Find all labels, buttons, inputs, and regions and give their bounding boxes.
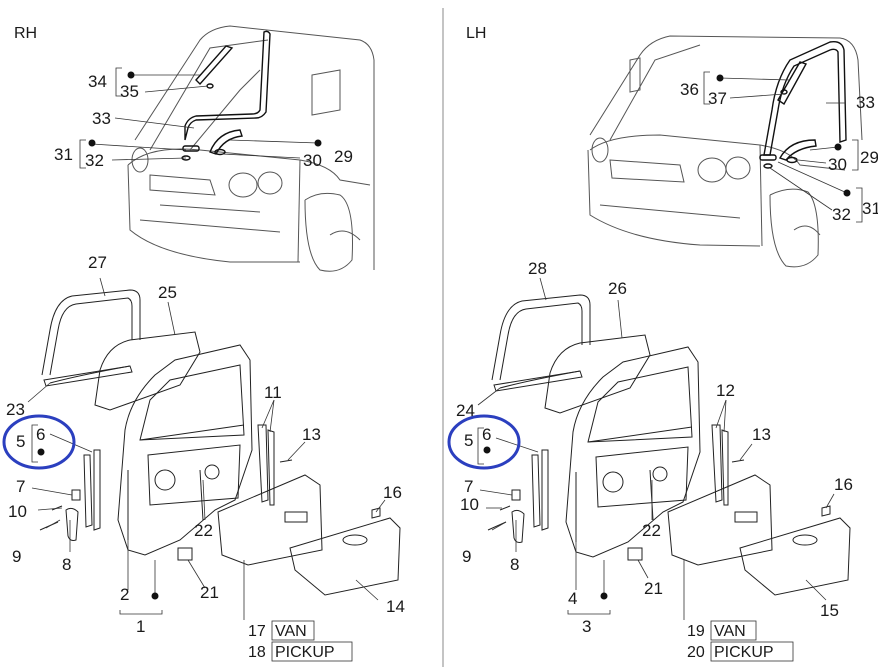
- lh-callout-21: 21: [644, 579, 663, 598]
- rh-callout-32: 32: [85, 151, 104, 170]
- lh-callout-5: 5: [464, 431, 473, 450]
- lh-dot-6: [483, 446, 491, 454]
- rh-dot-31: [88, 139, 96, 147]
- lh-panel: LH: [447, 25, 878, 662]
- rh-door-leaders: [27, 277, 386, 620]
- lh-callout-24: 24: [456, 401, 475, 420]
- rh-variant-17: 17 VAN: [248, 620, 315, 641]
- rh-callout-34: 34: [88, 72, 107, 91]
- lh-callout-8: 8: [510, 555, 519, 574]
- rh-callout-8: 8: [62, 555, 71, 574]
- rh-callout-13: 13: [302, 425, 321, 444]
- lh-callout-12: 12: [716, 381, 735, 400]
- rh-callout-21: 21: [200, 583, 219, 602]
- rh-callout-22: 22: [194, 521, 213, 540]
- rh-callout-14: 14: [386, 597, 405, 616]
- lh-dot-4: [600, 592, 608, 600]
- lh-variant-19: 19 VAN: [687, 620, 757, 641]
- lh-van-illustration: [587, 35, 863, 268]
- lh-dot-36: [716, 74, 724, 82]
- lh-callout-9: 9: [462, 547, 471, 566]
- lh-callout-10: 10: [460, 495, 479, 514]
- lh-top-leaders: [703, 71, 863, 223]
- rh-top-leaders: [79, 67, 319, 169]
- lh-callout-28: 28: [528, 259, 547, 278]
- rh-highlight-ellipse: [2, 414, 76, 470]
- rh-dot-34: [127, 71, 135, 79]
- rh-van-illustration: [127, 25, 375, 272]
- lh-callout-16: 16: [834, 475, 853, 494]
- svg-text:20: 20: [687, 644, 705, 661]
- rh-callout-1: 1: [136, 617, 145, 636]
- rh-callout-35: 35: [120, 82, 139, 101]
- rh-callout-10: 10: [8, 502, 27, 521]
- svg-text:PICKUP: PICKUP: [714, 644, 774, 661]
- rh-callout-23: 23: [6, 400, 25, 419]
- lh-callout-6: 6: [482, 425, 491, 444]
- lh-door-illustration: [487, 294, 851, 596]
- lh-side-label: LH: [466, 25, 486, 42]
- rh-dot-29: [314, 139, 322, 147]
- rh-callout-5: 5: [16, 432, 25, 451]
- rh-callout-9: 9: [12, 547, 21, 566]
- lh-dot-31: [843, 189, 851, 197]
- lh-callout-13: 13: [752, 425, 771, 444]
- lh-door-leaders: [477, 277, 835, 620]
- rh-callout-29: 29: [334, 147, 353, 166]
- lh-callout-31: 31: [862, 199, 878, 218]
- rh-callout-11: 11: [264, 383, 282, 402]
- svg-text:VAN: VAN: [714, 623, 746, 640]
- rh-callout-25: 25: [158, 283, 177, 302]
- lh-callout-15: 15: [820, 601, 839, 620]
- lh-callout-26: 26: [608, 279, 627, 298]
- rh-variant-18: 18 PICKUP: [248, 641, 353, 662]
- lh-callout-4: 4: [568, 589, 577, 608]
- rh-callout-31: 31: [54, 145, 73, 164]
- rh-door-illustration: [39, 289, 401, 596]
- lh-highlight-ellipse: [447, 414, 521, 470]
- svg-text:VAN: VAN: [275, 623, 307, 640]
- svg-text:19: 19: [687, 623, 705, 640]
- rh-callout-33: 33: [92, 109, 111, 128]
- svg-text:17: 17: [248, 623, 266, 640]
- lh-callout-32: 32: [832, 205, 851, 224]
- lh-callout-22: 22: [642, 521, 661, 540]
- rh-callout-6: 6: [36, 425, 45, 444]
- lh-callout-3: 3: [582, 617, 591, 636]
- lh-variant-20: 20 PICKUP: [687, 641, 794, 662]
- lh-callout-33: 33: [856, 93, 875, 112]
- rh-dot-2: [151, 592, 159, 600]
- lh-callout-29: 29: [860, 148, 878, 167]
- svg-text:18: 18: [248, 644, 266, 661]
- lh-callout-36: 36: [680, 80, 699, 99]
- lh-callout-37: 37: [708, 89, 727, 108]
- rh-callout-27: 27: [88, 253, 107, 272]
- lh-callout-30: 30: [828, 155, 847, 174]
- lh-callout-7: 7: [464, 477, 473, 496]
- svg-text:PICKUP: PICKUP: [275, 644, 335, 661]
- rh-callout-2: 2: [120, 585, 129, 604]
- lh-windshield-trims: [759, 40, 847, 169]
- rh-callout-7: 7: [16, 477, 25, 496]
- rh-callout-30: 30: [303, 151, 322, 170]
- rh-callout-16: 16: [383, 483, 402, 502]
- rh-side-label: RH: [14, 25, 37, 42]
- lh-dot-29: [834, 143, 842, 151]
- rh-panel: RH: [2, 25, 405, 662]
- rh-dot-6: [37, 448, 45, 456]
